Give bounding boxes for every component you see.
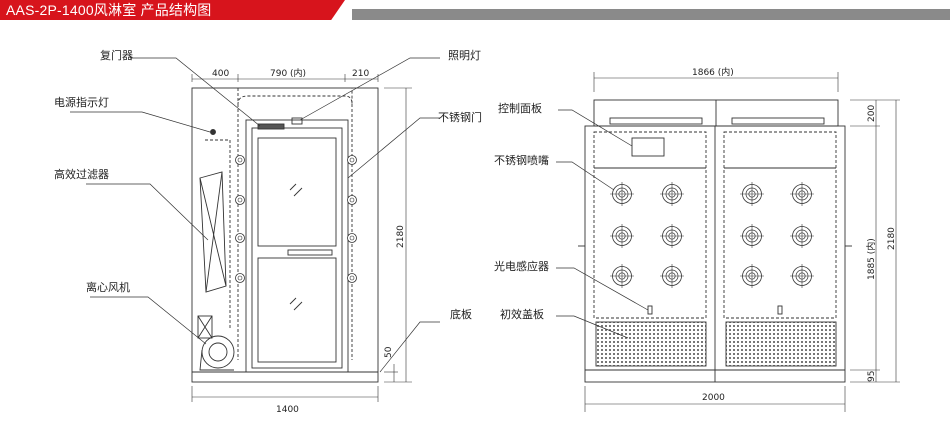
- door-leaf: [251, 127, 343, 369]
- dim-side-height: 2180: [887, 227, 897, 250]
- door-glass-top: [257, 137, 337, 247]
- label-power-light: 电源指示灯: [54, 95, 109, 109]
- dim-side-total-width: 2000: [702, 393, 725, 403]
- front-view: [191, 74, 412, 402]
- nozzle-icon: [739, 263, 765, 289]
- dim-inner-width: 1866 (内): [692, 66, 734, 78]
- light-fixture: [291, 117, 303, 125]
- label-sensor: 光电感应器: [494, 259, 549, 273]
- nozzle-icon: [789, 223, 815, 249]
- nozzle-icon: [659, 263, 685, 289]
- dim-total-width: 1400: [276, 405, 299, 415]
- nozzle-icon: [609, 223, 635, 249]
- label-hepa-filter: 高效过滤器: [54, 167, 109, 181]
- header-accent: [0, 0, 345, 20]
- fan-housing: [201, 335, 235, 369]
- label-fan: 离心风机: [86, 280, 130, 294]
- label-lighting: 照明灯: [448, 49, 481, 62]
- nozzle-grid: [609, 181, 815, 289]
- dim-base-height: 50: [384, 346, 394, 358]
- nozzle-icon: [789, 263, 815, 289]
- nozzle-icon: [659, 181, 685, 207]
- page-title: AAS-2P-1400风淋室 产品结构图: [6, 2, 212, 18]
- nozzle-icon: [739, 223, 765, 249]
- label-base: 底板: [450, 307, 472, 321]
- dim-left-width: 400: [212, 69, 229, 79]
- label-door-closer: 复门器: [100, 48, 133, 62]
- label-ss-door: 不锈钢门: [438, 110, 482, 124]
- dim-top: 200: [867, 105, 877, 122]
- dim-bottom: 95: [867, 371, 877, 382]
- front-cabinet-outline: [191, 87, 379, 383]
- dim-height: 2180: [396, 225, 406, 248]
- dim-inner-height: 1885 (内): [865, 238, 877, 280]
- top-housing: [237, 88, 353, 105]
- door-handle: [287, 249, 333, 256]
- nozzle-icon: [609, 181, 635, 207]
- side-leaders: [556, 109, 649, 339]
- side-view: [578, 72, 900, 412]
- control-panel: [631, 137, 665, 157]
- label-control-panel: 控制面板: [498, 101, 542, 115]
- door-glass-bottom: [257, 257, 337, 363]
- nozzle-icon: [659, 223, 685, 249]
- dim-right-width: 210: [352, 69, 369, 79]
- header-bar: AAS-2P-1400风淋室 产品结构图: [0, 0, 950, 20]
- fan-motor: [197, 315, 213, 339]
- label-nozzle: 不锈钢喷嘴: [494, 154, 549, 167]
- dim-door-width: 790 (内): [270, 67, 306, 79]
- nozzle-icon: [739, 181, 765, 207]
- door-closer: [257, 123, 285, 130]
- prefilter-right: [725, 321, 837, 367]
- prefilter-left: [595, 321, 707, 367]
- nozzle-icon: [789, 181, 815, 207]
- label-prefilter: 初效盖板: [500, 307, 544, 321]
- header-rule: [352, 9, 950, 20]
- front-leaders: [70, 57, 440, 373]
- nozzle-icon: [609, 263, 635, 289]
